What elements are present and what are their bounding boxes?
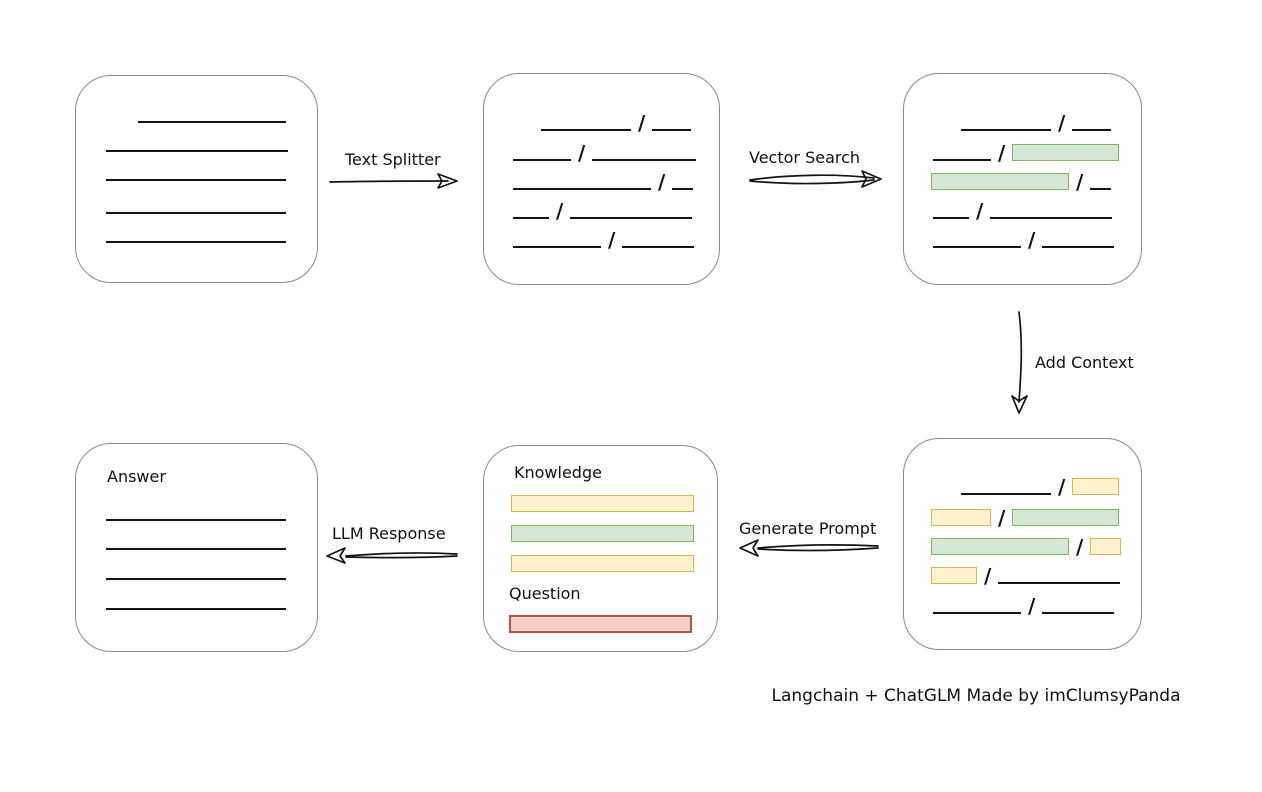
- llm-response-arrow: [326, 547, 458, 564]
- green-highlight: [1012, 144, 1120, 161]
- text-line: [513, 188, 651, 190]
- text-line: [570, 217, 693, 219]
- text-line: [513, 217, 549, 219]
- vector-matches-box: / / / / /: [903, 73, 1142, 285]
- prompt-box: Knowledge Question: [483, 445, 718, 652]
- text-line: [106, 608, 286, 610]
- yellow-knowledge-bar: [511, 555, 694, 572]
- separator-slash: /: [556, 199, 564, 223]
- question-label: Question: [509, 584, 581, 603]
- text-line: [933, 159, 991, 161]
- text-row: /: [513, 228, 695, 252]
- text-line: [106, 548, 286, 550]
- text-line: [513, 246, 601, 248]
- text-row: /: [933, 141, 1120, 165]
- green-highlight: [931, 538, 1069, 555]
- text-row: /: [961, 111, 1112, 135]
- split-chunks-box: / / / / /: [483, 73, 720, 285]
- generate-prompt-arrow: [739, 539, 879, 557]
- separator-slash: /: [998, 506, 1006, 530]
- add-context-label: Add Context: [1035, 353, 1134, 372]
- separator-slash: /: [1028, 228, 1036, 252]
- llm-response-label: LLM Response: [332, 524, 446, 543]
- text-line: [652, 129, 692, 131]
- text-row: /: [931, 535, 1122, 559]
- separator-slash: /: [984, 564, 992, 588]
- text-line: [106, 519, 286, 521]
- text-line: [106, 241, 286, 243]
- text-line: [933, 217, 969, 219]
- answer-box: Answer: [75, 443, 318, 652]
- text-row: /: [541, 111, 692, 135]
- separator-slash: /: [658, 170, 666, 194]
- yellow-highlight: [1072, 478, 1120, 495]
- yellow-highlight: [1090, 538, 1122, 555]
- text-line: [106, 212, 286, 214]
- text-line: [1072, 129, 1112, 131]
- separator-slash: /: [608, 228, 616, 252]
- text-line: [1042, 612, 1115, 614]
- yellow-highlight: [931, 567, 977, 584]
- text-row: /: [933, 228, 1115, 252]
- separator-slash: /: [1028, 594, 1036, 618]
- text-line: [106, 150, 288, 152]
- text-line: [106, 578, 286, 580]
- text-line: [1090, 188, 1112, 190]
- text-row: /: [931, 564, 1121, 588]
- separator-slash: /: [1076, 170, 1084, 194]
- text-line: [1042, 246, 1115, 248]
- green-knowledge-bar: [511, 525, 694, 542]
- text-row: /: [513, 199, 693, 223]
- text-row: /: [931, 170, 1112, 194]
- separator-slash: /: [638, 111, 646, 135]
- text-line: [990, 217, 1113, 219]
- separator-slash: /: [1058, 475, 1066, 499]
- green-highlight: [1012, 509, 1120, 526]
- separator-slash: /: [1058, 111, 1066, 135]
- vector-search-arrow: [749, 170, 882, 188]
- context-box: / / / / /: [903, 438, 1142, 650]
- text-row: /: [931, 506, 1120, 530]
- knowledge-label: Knowledge: [514, 463, 602, 482]
- text-splitter-label: Text Splitter: [345, 150, 441, 169]
- text-row: /: [933, 199, 1113, 223]
- separator-slash: /: [998, 141, 1006, 165]
- text-line: [961, 493, 1051, 495]
- diagram-caption: Langchain + ChatGLM Made by imClumsyPand…: [771, 686, 1181, 706]
- yellow-knowledge-bar: [511, 495, 694, 512]
- answer-label: Answer: [107, 467, 166, 486]
- text-line: [592, 159, 697, 161]
- generate-prompt-label: Generate Prompt: [739, 519, 877, 538]
- text-line: [513, 159, 571, 161]
- text-line: [933, 612, 1021, 614]
- question-bar: [509, 615, 692, 633]
- text-line: [998, 582, 1121, 584]
- text-row: /: [513, 170, 694, 194]
- text-splitter-arrow: [329, 173, 458, 189]
- vector-search-label: Vector Search: [749, 148, 861, 167]
- source-document-box: [75, 75, 318, 283]
- text-line: [672, 188, 694, 190]
- text-row: /: [933, 594, 1115, 618]
- green-highlight: [931, 173, 1069, 190]
- text-line: [933, 246, 1021, 248]
- text-line: [961, 129, 1051, 131]
- text-line: [622, 246, 695, 248]
- text-row: /: [961, 475, 1120, 499]
- separator-slash: /: [1076, 535, 1084, 559]
- separator-slash: /: [578, 141, 586, 165]
- text-line: [106, 179, 286, 181]
- text-row: /: [513, 141, 697, 165]
- yellow-highlight: [931, 509, 991, 526]
- text-line: [138, 121, 286, 123]
- separator-slash: /: [976, 199, 984, 223]
- text-line: [541, 129, 631, 131]
- add-context-arrow: [1011, 311, 1028, 414]
